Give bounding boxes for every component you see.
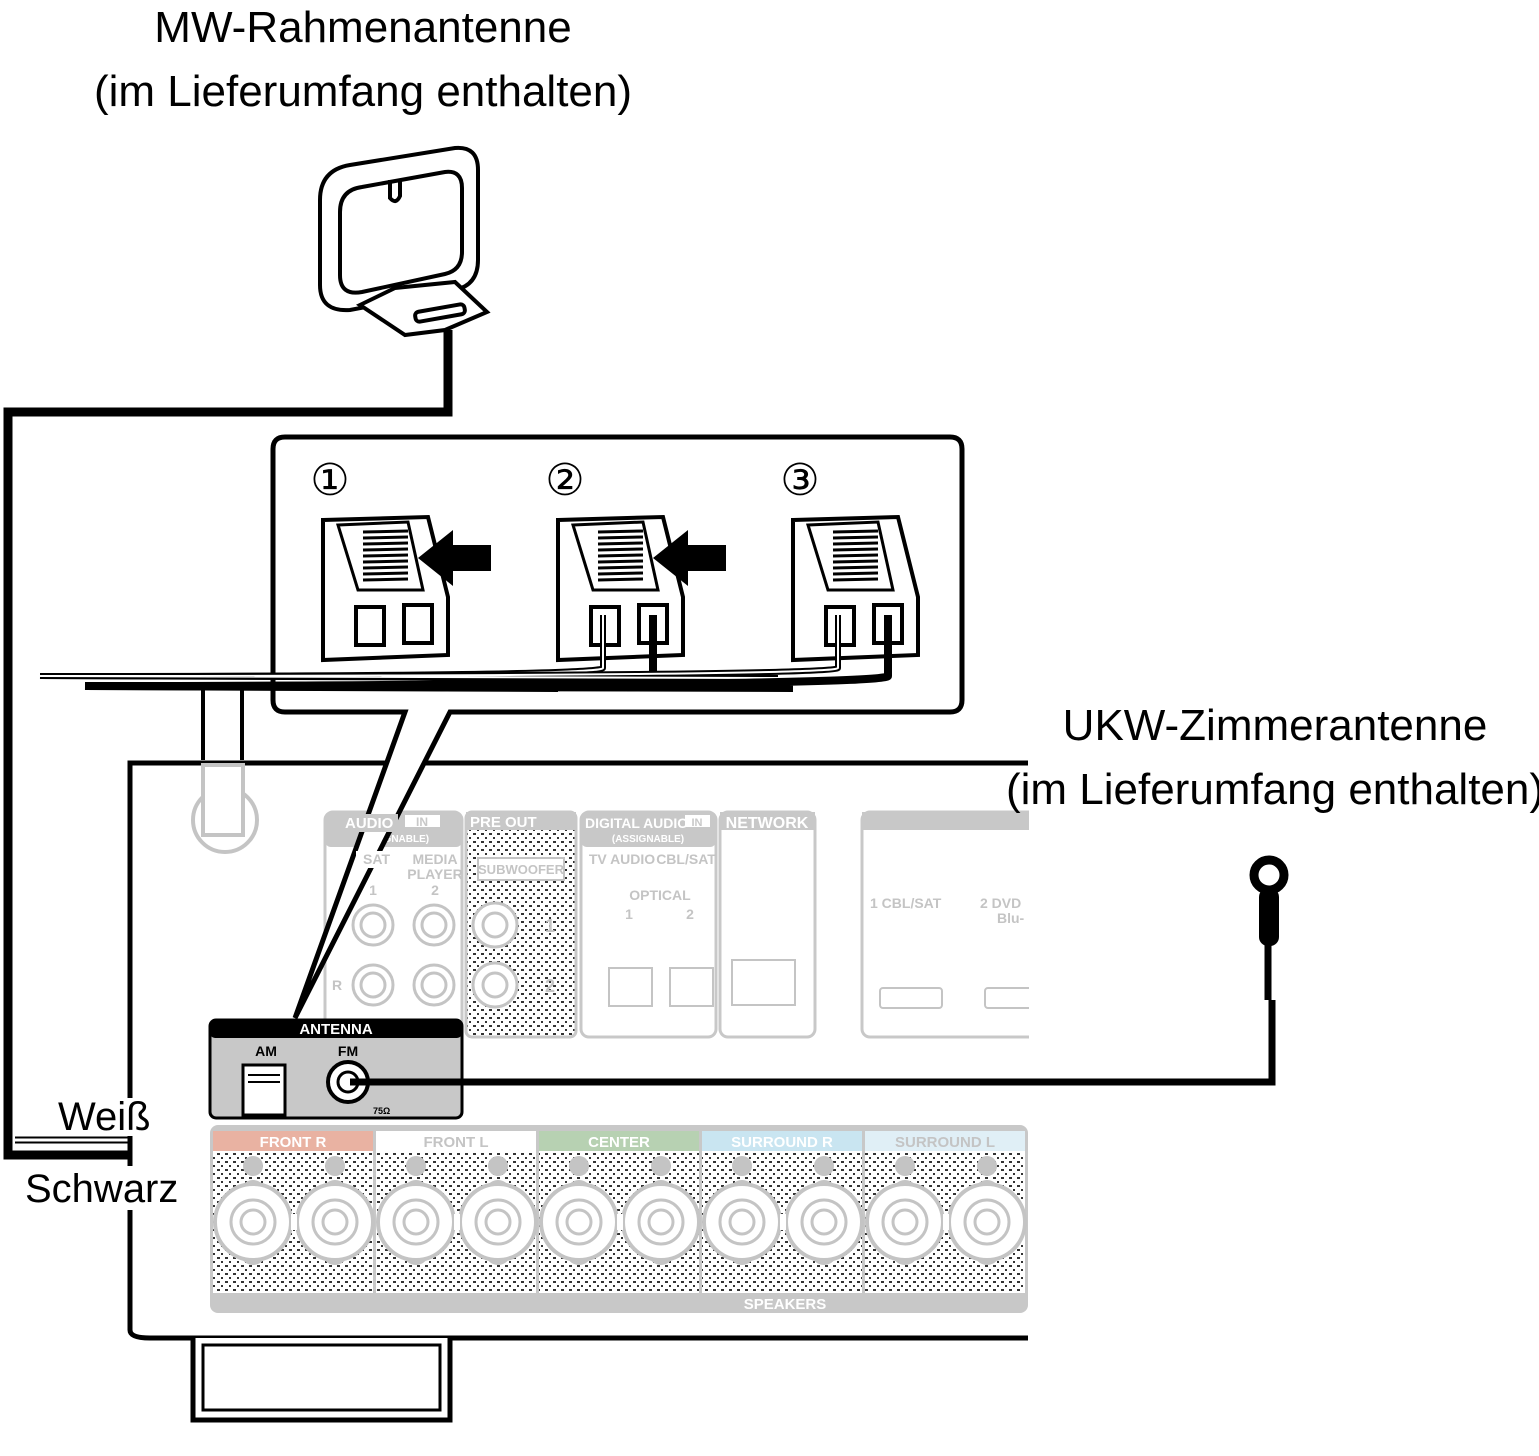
svg-text:SUBWOOFER: SUBWOOFER	[478, 862, 565, 877]
svg-text:R: R	[332, 977, 342, 993]
speaker-group: SURROUND L	[865, 1131, 1027, 1293]
fm-antenna-subtitle: (im Lieferumfang enthalten)	[1006, 765, 1539, 814]
network-section: NETWORK	[718, 810, 817, 1039]
speaker-group: CENTER	[539, 1131, 701, 1293]
speaker-terminal[interactable]	[539, 1182, 619, 1262]
fm-label: FM	[338, 1043, 358, 1059]
hdmi-section: 1 CBL/SAT 2 DVD Blu-	[860, 810, 1064, 1039]
minus-icon	[977, 1156, 997, 1176]
speaker-terminal[interactable]	[213, 1182, 293, 1262]
speaker-terminals: FRONT R FRONT L CENTER SURROUND R SURROUND L…	[210, 1125, 1028, 1313]
svg-text:CBL/SAT: CBL/SAT	[656, 851, 716, 867]
speaker-group-label: SURROUND R	[731, 1134, 833, 1151]
step-number: ③	[780, 455, 819, 506]
speaker-terminal[interactable]	[376, 1182, 456, 1262]
am-antenna-title: MW-Rahmenantenne	[154, 3, 571, 52]
svg-text:1: 1	[625, 906, 633, 922]
plus-icon	[243, 1156, 263, 1176]
push-arrow-icon	[653, 530, 726, 586]
step-number: ①	[310, 455, 349, 506]
svg-text:PRE OUT: PRE OUT	[470, 814, 537, 831]
svg-text:(ASSIGNABLE): (ASSIGNABLE)	[612, 834, 684, 845]
am-loop-antenna	[318, 145, 491, 338]
svg-text:IN: IN	[692, 817, 703, 829]
speaker-group: SURROUND R	[702, 1131, 864, 1293]
plus-icon	[569, 1156, 589, 1176]
black-wire	[84, 615, 892, 692]
am-label: AM	[255, 1043, 277, 1059]
svg-text:1: 1	[545, 916, 555, 936]
speaker-group-label: FRONT R	[260, 1134, 327, 1151]
digital-audio-section: DIGITAL AUDIO IN (ASSIGNABLE) TV AUDIO C…	[579, 810, 718, 1039]
ohm-label: 75Ω	[373, 1106, 390, 1116]
audio-in-label: AUDIO	[345, 815, 394, 832]
svg-text:PLAYER: PLAYER	[407, 866, 463, 882]
svg-text:1 CBL/SAT: 1 CBL/SAT	[870, 895, 942, 911]
step-3: ③	[39, 455, 920, 692]
minus-icon	[488, 1156, 508, 1176]
speaker-terminal[interactable]	[947, 1182, 1027, 1262]
speaker-group-label: CENTER	[588, 1134, 650, 1151]
fm-antenna-wire	[350, 940, 1276, 1086]
wire-labels: Weiß Schwarz	[22, 1095, 194, 1211]
svg-text:2: 2	[686, 906, 694, 922]
audio-in-sat-label: SAT	[363, 851, 390, 867]
am-antenna-subtitle: (im Lieferumfang enthalten)	[94, 67, 632, 116]
svg-text:TV AUDIO: TV AUDIO	[589, 851, 655, 867]
speakers-label: SPEAKERS	[744, 1296, 827, 1313]
svg-text:OPTICAL: OPTICAL	[629, 887, 691, 903]
svg-text:2 DVD: 2 DVD	[980, 895, 1021, 911]
plus-icon	[406, 1156, 426, 1176]
svg-text:(ASSIGNABLE): (ASSIGNABLE)	[357, 834, 429, 845]
svg-text:2: 2	[431, 882, 439, 898]
minus-icon	[651, 1156, 671, 1176]
white-wire-label: Weiß	[58, 1095, 151, 1139]
speaker-group-label: SURROUND L	[895, 1134, 995, 1151]
black-wire-label: Schwarz	[25, 1167, 178, 1211]
pre-out-section: PRE OUT SUBWOOFER 1 2	[464, 810, 578, 1039]
push-arrow-icon	[418, 530, 491, 586]
receiver-foot	[190, 1338, 453, 1423]
plus-icon	[895, 1156, 915, 1176]
svg-text:2: 2	[545, 976, 555, 996]
minus-icon	[814, 1156, 834, 1176]
plus-icon	[732, 1156, 752, 1176]
fm-antenna-connector	[1249, 855, 1289, 946]
svg-text:DIGITAL AUDIO: DIGITAL AUDIO	[585, 815, 688, 831]
speaker-terminal[interactable]	[621, 1182, 701, 1262]
speaker-terminal[interactable]	[458, 1182, 538, 1262]
audio-in-section-labels: AUDIO SAT	[340, 814, 398, 868]
speaker-group-label: FRONT L	[424, 1134, 489, 1151]
wireless-antenna	[191, 686, 259, 854]
speaker-terminal[interactable]	[295, 1182, 375, 1262]
speaker-group: FRONT R	[213, 1131, 375, 1293]
speaker-group: FRONT L	[376, 1131, 538, 1293]
speaker-terminal[interactable]	[702, 1182, 782, 1262]
svg-text:NETWORK: NETWORK	[726, 815, 809, 832]
step-number: ②	[545, 455, 584, 506]
speaker-terminal[interactable]	[784, 1182, 864, 1262]
svg-text:Blu-: Blu-	[997, 910, 1025, 926]
audio-in-section: IN (ASSIGNABLE) MEDIA PLAYER 1 2 R	[323, 810, 464, 1039]
svg-text:1: 1	[369, 882, 377, 898]
minus-icon	[325, 1156, 345, 1176]
am-terminal[interactable]	[241, 1063, 287, 1117]
step-1: ①	[310, 455, 491, 663]
svg-text:IN: IN	[416, 815, 428, 829]
antenna-terminal-block: ANTENNA AM FM 75Ω	[208, 1018, 464, 1120]
svg-text:MEDIA: MEDIA	[412, 851, 457, 867]
speaker-terminal[interactable]	[865, 1182, 945, 1262]
antenna-label: ANTENNA	[299, 1021, 372, 1038]
fm-antenna-title: UKW-Zimmerantenne	[1063, 701, 1488, 750]
